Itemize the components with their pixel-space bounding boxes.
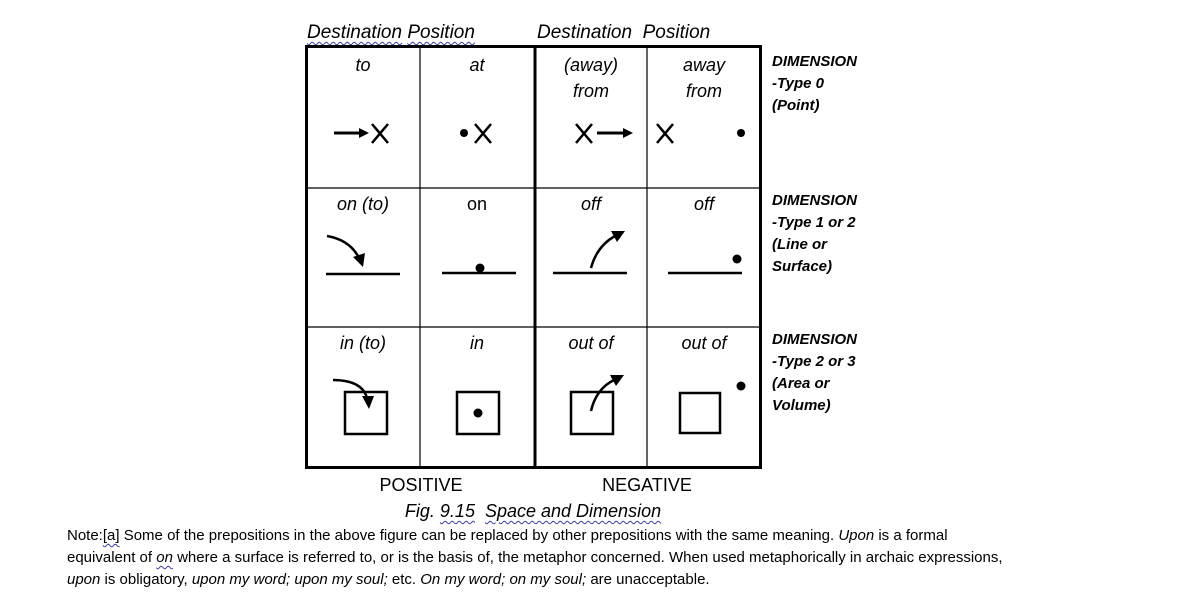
dimension-title: DIMENSION <box>772 192 858 209</box>
out-of-box-position-icon <box>678 381 746 435</box>
note-text-run: Note: <box>67 527 103 544</box>
note-line-3: upon is obligatory, upon my word; upon m… <box>67 569 1147 591</box>
dimension-title: DIMENSION <box>772 53 858 70</box>
note-text-run: are unacceptable. <box>586 571 710 588</box>
cell-label-off-position: off <box>693 194 714 214</box>
cell-label-on: on <box>466 194 488 214</box>
dimension-kind: (Point) <box>772 97 820 114</box>
note-text-run: upon my word; upon my soul; <box>191 571 388 588</box>
off-surface-destination-icon <box>553 231 627 275</box>
on-surface-icon <box>442 263 516 275</box>
in-box-icon <box>455 390 501 436</box>
away-from-point-destination-icon <box>575 123 633 144</box>
note-text-run: is a formal <box>874 527 948 544</box>
dimension-type: -Type 0 <box>772 75 824 92</box>
header-negative: Destination Position <box>537 20 710 46</box>
dimension-type: -Type 2 or 3 <box>772 353 856 370</box>
note-text-run: [a] <box>102 527 120 544</box>
on-to-surface-icon <box>326 234 400 276</box>
cell-label-off-destination: off <box>580 194 601 214</box>
cell-label-in-to: in (to) <box>339 333 386 353</box>
header-positive-destination: Destination <box>307 22 403 43</box>
to-point-icon <box>334 123 389 144</box>
note-text-run: Upon <box>838 527 875 544</box>
caption-prefix: Fig. <box>404 501 440 521</box>
in-to-box-icon <box>332 378 389 436</box>
dimension-type: -Type 1 or 2 <box>772 214 856 231</box>
note-text-run: upon <box>67 571 101 588</box>
note-line-1: Note:[a] Some of the prepositions in the… <box>67 525 1147 547</box>
cell-label-to: to <box>355 55 371 75</box>
cell-label-in: in <box>469 333 484 353</box>
dimension-label-line-surface: DIMENSION -Type 1 or 2 (Line or Surface) <box>772 190 857 278</box>
note-text-run: is obligatory, <box>100 571 192 588</box>
header-negative-destination: Destination <box>537 22 633 43</box>
figure-caption: Fig. 9.15 Space and Dimension <box>0 499 1066 523</box>
note-text-run: equivalent of <box>67 549 157 566</box>
dimension-label-area-volume: DIMENSION -Type 2 or 3 (Area or Volume) <box>772 329 857 417</box>
dimension-kind: Volume) <box>772 397 831 414</box>
cell-label-at: at <box>469 55 485 75</box>
dimension-kind: (Area or <box>772 375 830 392</box>
caption-number: 9.15 <box>439 501 475 521</box>
away-from-point-position-icon <box>656 123 745 144</box>
cell-label-away-from-destination: (away) from <box>563 55 618 101</box>
header-negative-position: Position <box>642 22 711 43</box>
note-text-run: Some of the prepositions in the above fi… <box>119 527 839 544</box>
dimension-kind: Surface) <box>772 258 833 275</box>
at-point-icon <box>460 123 492 144</box>
dimension-kind: (Line or <box>772 236 827 253</box>
note-text-run: On my word; on my soul; <box>420 571 587 588</box>
note-text-run: on <box>156 549 173 566</box>
cell-label-out-of-destination: out of <box>568 333 614 353</box>
footnote: Note:[a] Some of the prepositions in the… <box>67 525 1147 591</box>
negative-label: NEGATIVE <box>602 475 692 495</box>
header-positive: Destination Position <box>307 20 475 46</box>
caption-title: Space and Dimension <box>484 501 662 521</box>
out-of-box-destination-icon <box>569 375 624 436</box>
dimension-title: DIMENSION <box>772 331 858 348</box>
note-text-run: etc. <box>387 571 421 588</box>
note-line-2: equivalent of on where a surface is refe… <box>67 547 1147 569</box>
positive-label: POSITIVE <box>379 475 463 495</box>
off-surface-position-icon <box>668 254 742 275</box>
cell-label-out-of-position: out of <box>681 333 727 353</box>
dimension-label-point: DIMENSION -Type 0 (Point) <box>772 51 857 117</box>
note-text-run: where a surface is referred to, or is th… <box>172 549 1003 566</box>
cell-label-away-from-position: away from <box>682 55 726 101</box>
cell-label-on-to: on (to) <box>336 194 390 214</box>
header-positive-position: Position <box>407 22 475 43</box>
